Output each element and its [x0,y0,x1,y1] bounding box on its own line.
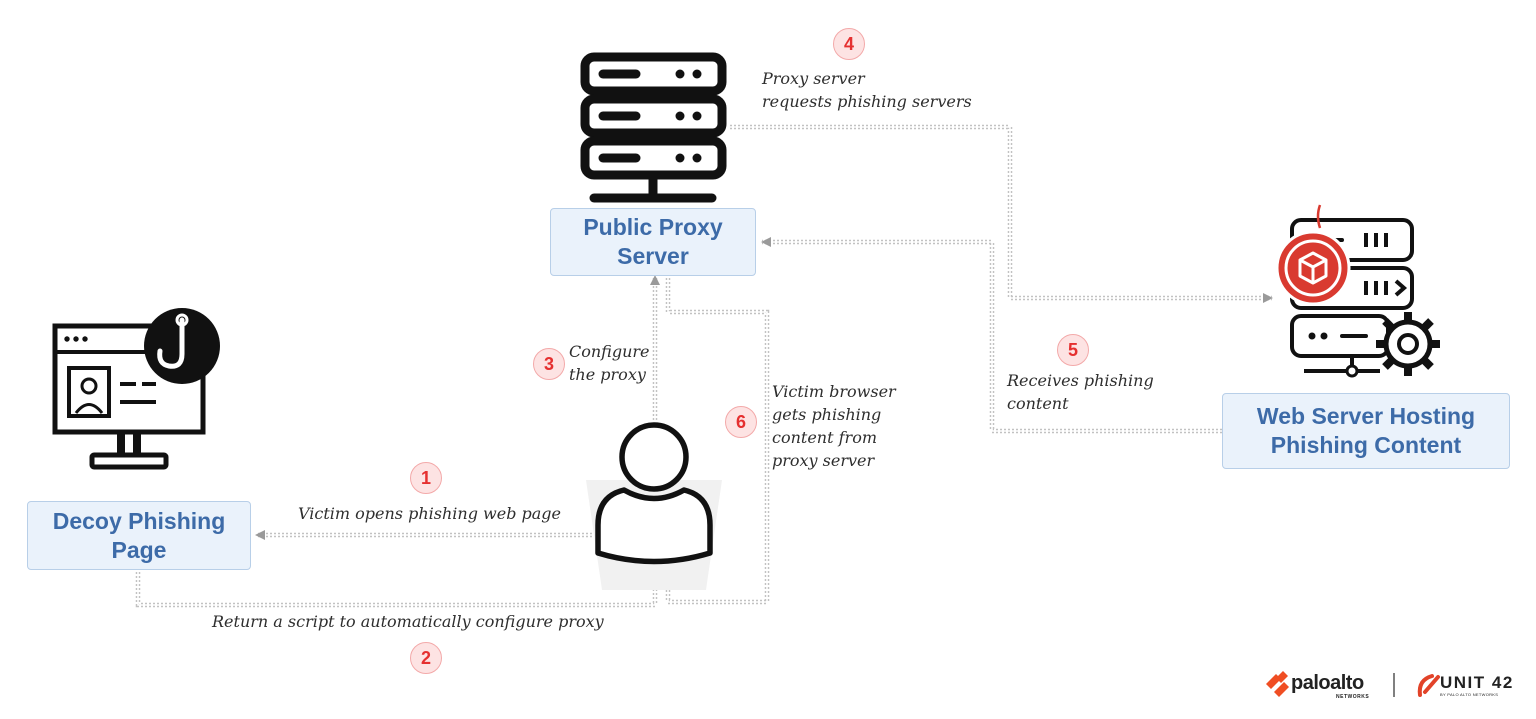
paloalto-logo-mark [1266,671,1289,697]
unit42-logo-mark [1417,674,1440,697]
step-5-badge: 5 [1057,334,1089,366]
connector-step-6 [663,278,770,605]
step-5-label: Receives phishing content [1007,371,1154,413]
decoy-phishing-page-box[interactable]: Decoy Phishing Page [27,501,251,570]
public-proxy-server-box[interactable]: Public Proxy Server [550,208,756,276]
web-server-box[interactable]: Web Server Hosting Phishing Content [1222,393,1510,469]
public-proxy-server-label: Public Proxy Server [583,214,723,269]
phishing-server-icon [1275,204,1440,378]
connector-step-5 [761,237,1222,434]
step-3-badge: 3 [533,348,565,380]
user-icon [586,422,722,590]
web-server-label: Web Server Hosting Phishing Content [1256,403,1476,458]
decoy-phishing-page-label: Decoy Phishing Page [52,507,226,563]
unit42-brand-name: UNIT 42 [1440,673,1514,692]
connector-step-2 [135,567,660,608]
step-6-badge: 6 [725,406,757,438]
paloalto-brand-sub: NETWORKS [1336,694,1370,700]
step-6-label: Victim browser gets phishing content fro… [772,382,896,470]
paloalto-brand-name: paloalto [1291,672,1364,694]
step-4-badge: 4 [833,28,865,60]
connector-step-4 [730,124,1273,303]
step-3-label: Configure the proxy [569,342,650,384]
phishing-monitor-icon [52,308,220,470]
step-1-badge: 1 [410,462,442,494]
unit42-brand-sub: BY PALO ALTO NETWORKS [1440,692,1499,697]
step-2-badge: 2 [410,642,442,674]
step-4-label: Proxy server requests phishing servers [762,69,972,111]
step-1-label: Victim opens phishing web page [298,504,562,523]
step-2-label: Return a script to automatically configu… [212,612,604,631]
server-rack-icon [580,52,727,203]
